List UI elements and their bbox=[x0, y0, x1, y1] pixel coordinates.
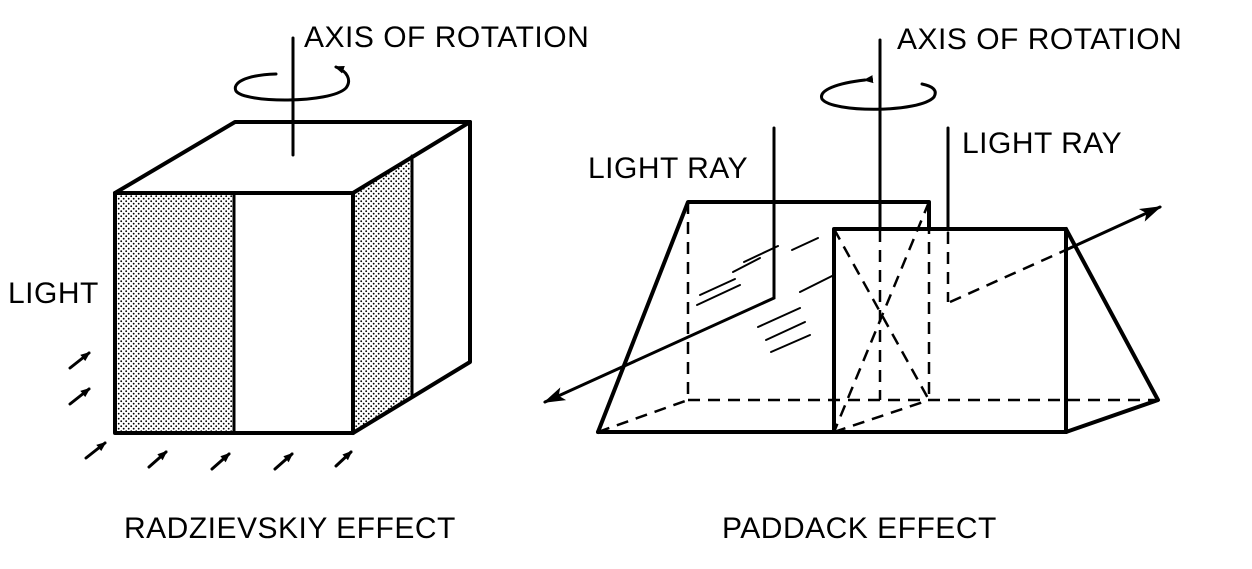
light-ray-right-reflected-hidden bbox=[949, 247, 1069, 304]
light-label: LIGHT bbox=[8, 277, 99, 310]
stippled-panel-side bbox=[353, 156, 412, 433]
incoming-light-arrows bbox=[68, 351, 353, 471]
rotation-arrow-right-icon bbox=[820, 75, 937, 111]
light-arrow-icon bbox=[273, 452, 294, 471]
axis-label-right: AXIS OF ROTATION bbox=[897, 23, 1182, 56]
box-hidden-edge bbox=[833, 398, 930, 434]
axis-label-left: AXIS OF ROTATION bbox=[304, 21, 589, 54]
cross-line bbox=[832, 201, 931, 433]
cube-side-face bbox=[351, 120, 472, 435]
right-wedge-outline bbox=[1064, 227, 1160, 434]
light-arrow-icon bbox=[334, 450, 353, 468]
rotation-arrow-left-icon bbox=[233, 65, 351, 102]
caption-right: PADDACK EFFECT bbox=[722, 512, 997, 545]
reflection-marks bbox=[696, 237, 833, 353]
light-arrow-icon bbox=[68, 387, 91, 406]
light-arrow-icon bbox=[68, 351, 91, 370]
radzievskiy-diagram: AXIS OF ROTATION LIGHT RADZIEVSKIY EFFEC… bbox=[8, 21, 589, 545]
cross-line bbox=[832, 228, 931, 401]
box-hidden-edge bbox=[597, 398, 689, 434]
light-ray-left bbox=[543, 126, 776, 404]
light-arrow-icon bbox=[210, 452, 231, 471]
light-arrow-icon bbox=[147, 450, 168, 469]
light-ray-label-left: LIGHT RAY bbox=[588, 152, 748, 185]
caption-left: RADZIEVSKIY EFFECT bbox=[124, 512, 456, 545]
left-wedge-outline bbox=[596, 200, 931, 434]
center-block bbox=[832, 227, 1068, 434]
light-ray-right-outgoing bbox=[1066, 205, 1162, 251]
stippled-panel-left bbox=[117, 193, 234, 433]
light-ray-label-right: LIGHT RAY bbox=[962, 127, 1122, 160]
paddack-diagram: AXIS OF ROTATION LIGHT RAY LIGHT RAY PAD… bbox=[543, 23, 1182, 545]
light-arrow-icon bbox=[84, 441, 107, 460]
